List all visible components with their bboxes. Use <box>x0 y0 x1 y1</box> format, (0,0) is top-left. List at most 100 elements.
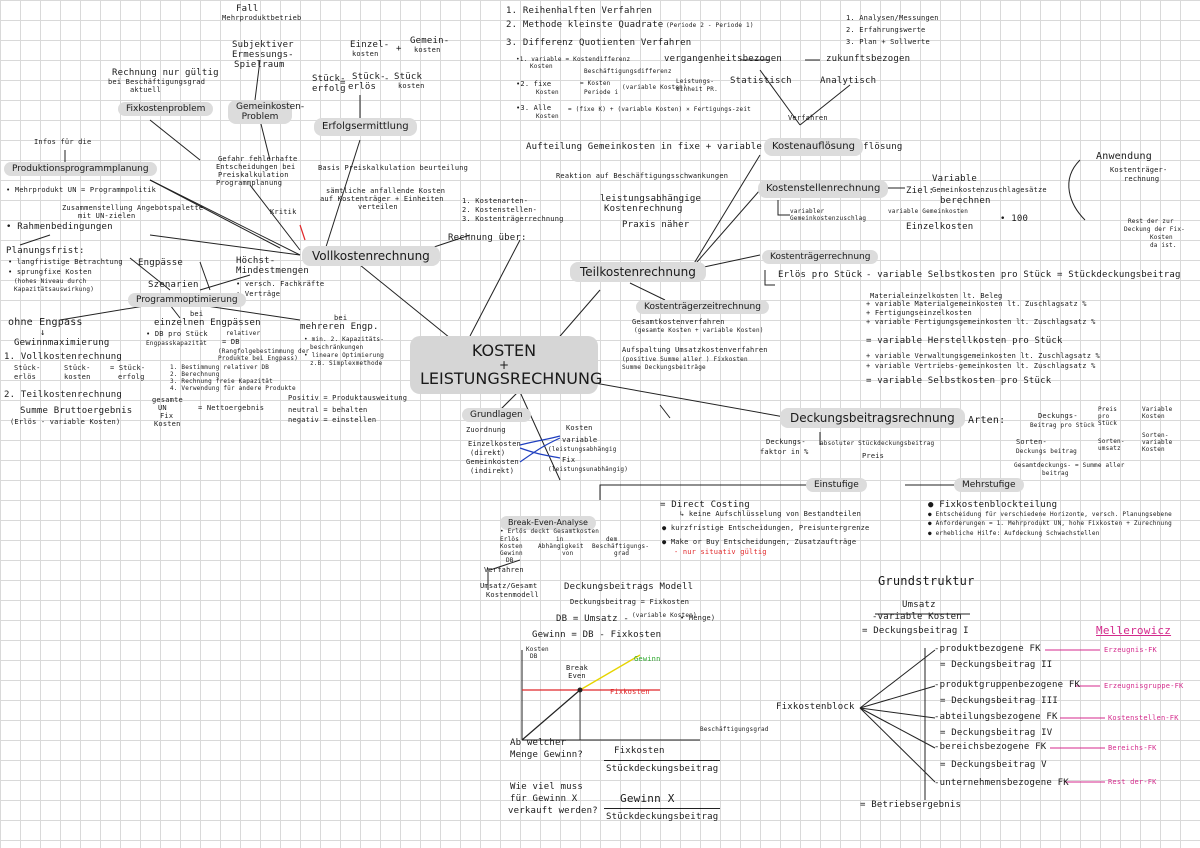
umsatz-gesamt: Umsatz/Gesamt <box>480 582 538 590</box>
mehreren-engpaessen: mehreren Engp. <box>300 322 379 332</box>
vollkostenrechnung-node[interactable]: Vollkostenrechnung <box>302 246 440 266</box>
kostenaufloesung-node[interactable]: Kostenauflösung <box>764 138 863 156</box>
frac-stueckdb: Stückdeckungsbeitrag <box>606 764 719 774</box>
mehrstufige-node[interactable]: Mehrstufige <box>954 478 1024 492</box>
verfahren-3: 3. Differenz Quotienten Verfahren <box>506 38 692 48</box>
schritt-2: 2. Berechnung <box>170 371 220 378</box>
mellerowicz-1: Erzeugnis-FK <box>1104 646 1157 654</box>
erhebliche-hilfe: ● erhebliche Hilfe: Aufdeckung Schwachst… <box>928 530 1100 537</box>
stueck-kosten-p1: Stück- <box>64 364 91 372</box>
stueck-kosten-a: Stück <box>394 72 423 82</box>
aufspaltung-ukv: Aufspaltung Umsatzkostenverfahren <box>622 346 768 354</box>
rechnung-ueber-label: Rechnung über: <box>448 233 527 243</box>
fixkostenproblem-node[interactable]: Fixkostenproblem <box>118 102 214 116</box>
produktionsprogramm-node[interactable]: Produktionsprogrammplanung <box>4 162 157 176</box>
variable-herstellkosten: = variable Herstellkosten pro Stück <box>866 336 1063 346</box>
beschaeftigung-label: bei Beschäftigungsgrad <box>108 78 206 86</box>
basis-label: Basis Preiskalkulation beurteilung <box>318 164 469 172</box>
einstufige-node[interactable]: Einstufige <box>806 478 867 492</box>
praxis-naeher: Praxis näher <box>622 220 690 230</box>
entscheidung-horizonte: ● Entscheidung für verschiedene Horizont… <box>928 511 1172 518</box>
kostenmodell: Kostenmodell <box>486 591 539 599</box>
center-node[interactable]: KOSTEN + LEISTUNGSRECHNUNG <box>410 336 603 394</box>
break-even-node[interactable]: Break-Even-Analyse <box>500 516 596 530</box>
erloes-variable: (Erlös - variable Kosten) <box>10 418 121 426</box>
variabler-label: variabler <box>790 208 825 215</box>
ohne-engpass: ohne Engpass <box>8 317 83 328</box>
erfolgsermittlung-node[interactable]: Erfolgsermittlung <box>314 118 417 136</box>
kostentraegerzeitrechnung-node[interactable]: Kostenträgerzeitrechnung <box>636 300 769 314</box>
teilkostenrechnung-node[interactable]: Teilkostenrechnung <box>570 262 706 282</box>
gs-umsatz: Umsatz <box>902 600 936 610</box>
fraction-bar-1 <box>604 760 720 761</box>
leistungsunabhaengig-g: (leistungsunabhängig) <box>548 466 629 473</box>
gemeinkostenzuschlag: Gemeinkostenzuschlag <box>790 215 867 222</box>
menge-label: • Menge) <box>680 614 716 622</box>
mindest-label: Mindestmengen <box>236 266 310 276</box>
bei-label-1: bei <box>190 310 204 318</box>
minus-sign: - <box>384 74 390 84</box>
menge-gewinn: Menge Gewinn? <box>510 750 584 760</box>
engpaesse-label: Engpässe <box>138 258 183 268</box>
db-pro-b: Beitrag pro Stück <box>1030 422 1095 429</box>
db-gleich-umsatz: DB = Umsatz - <box>556 614 630 624</box>
nur-situativ: - nur situativ gültig <box>674 548 767 556</box>
gs-variable: -variable Kosten <box>872 612 962 622</box>
gemeinkosten-g: Gemeinkosten <box>466 458 519 466</box>
fixkosten-label: Kosten <box>1150 234 1173 241</box>
absoluter-sdb: absoluter Stückdeckungsbeitrag <box>820 440 935 447</box>
fixe-label: •2. fixe <box>516 80 552 88</box>
periode-formel: (Periode 2 - Periode 1) <box>666 22 754 29</box>
var-kosten-label: Kosten <box>530 63 553 70</box>
deckungsbeitragsrechnung-node[interactable]: Deckungsbeitragsrechnung <box>780 408 965 428</box>
kostentraeger-step: 3. Kostenträgerrechnung <box>462 215 564 223</box>
fuer-gewinn: für Gewinn X <box>510 794 578 804</box>
versch-fachkraefte: • versch. Fachkräfte <box>236 280 325 288</box>
bep-db: DB <box>506 557 514 564</box>
grundstruktur-title: Grundstruktur <box>878 574 975 588</box>
einzel-label: Einzel- <box>350 40 390 50</box>
bep-kosten: Kosten <box>500 543 523 550</box>
fixkostenblock-label: Fixkostenblock <box>776 702 855 712</box>
db-line-lower <box>521 689 581 741</box>
kostentraeger-a: Kostenträger- <box>1110 166 1168 174</box>
ziel-label: Ziel: <box>906 186 935 196</box>
bep-grad: grad <box>614 550 630 557</box>
grundlagen-node[interactable]: Grundlagen <box>462 408 531 422</box>
bep-verfahren: Verfahren <box>484 566 524 574</box>
ziel-berechnen: berechnen <box>940 196 991 206</box>
frac-stueckdb-2: Stückdeckungsbeitrag <box>606 812 719 822</box>
variable-kosten-bep: (variable Kosten) <box>632 612 697 619</box>
analysen-1: 1. Analysen/Messungen <box>846 14 939 22</box>
leistungsabhaengig-g: (leistungsabhängig <box>548 446 617 453</box>
langfristig: • langfristige Betrachtung <box>8 258 123 266</box>
simplexmethode: z.B. Simplexmethode <box>310 360 383 367</box>
center-title-line2: LEISTUNGSRECHNUNG <box>420 369 603 388</box>
kostenstellenrechnung-node[interactable]: Kostenstellenrechnung <box>758 180 889 198</box>
stueck-erfolg-p1: = Stück- <box>110 364 146 372</box>
subjektiver-label: Subjektiver <box>232 40 294 50</box>
verfahren-2: 2. Methode kleinste Quadrate <box>506 20 664 30</box>
saemtliche-line2: auf Kostenträger + Einheiten <box>320 195 444 203</box>
stueck-kosten-b: kosten <box>398 82 425 90</box>
db-pro-stueck: • DB pro Stück <box>146 330 208 338</box>
gewinnmaximierung: Gewinnmaximierung <box>14 338 110 348</box>
schritt-3: 3. Rechnung freie Kapazität <box>170 378 273 385</box>
periode-i: Periode i <box>584 89 619 96</box>
kostentraeger-b: rechnung <box>1124 175 1160 183</box>
bep-von: von <box>562 550 574 557</box>
statistisch: Statistisch <box>730 76 792 86</box>
alle-label: •3. Alle <box>516 104 552 112</box>
kosten-label: Kosten <box>566 424 593 432</box>
center-title-line1: KOSTEN <box>471 341 537 360</box>
gewinn-gleich: Gewinn = DB - Fixkosten <box>532 630 662 640</box>
minus-variable-selbstkosten: - variable Selbstkosten pro Stück = Stüc… <box>866 270 1181 280</box>
programmoptimierung-node[interactable]: Programmoptimierung <box>128 293 246 307</box>
alle-kosten-label: Kosten <box>536 113 559 120</box>
gemeinkosten-problem-node[interactable]: Gemeinkosten-Problem <box>228 100 304 124</box>
beschraenkungen: beschränkungen <box>310 344 364 351</box>
db-relativ: = DB <box>222 338 240 346</box>
rest-zur: Rest der zur <box>1128 218 1174 225</box>
kostentraegerrechnung-node[interactable]: Kostenträgerrechnung <box>762 250 879 264</box>
